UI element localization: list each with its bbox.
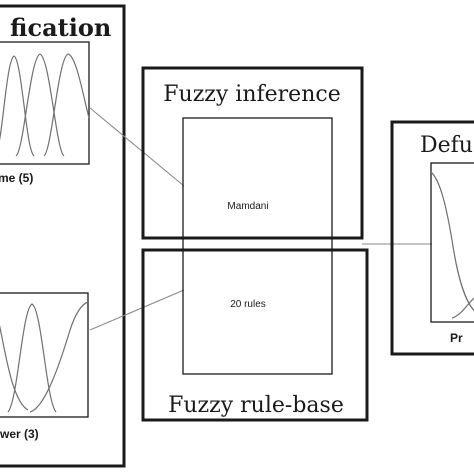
output-mf-1	[430, 171, 474, 312]
input-bottom-label: wer (3)	[0, 427, 39, 441]
output-membership-curves	[430, 171, 474, 319]
input-bottom-membership-curves	[0, 301, 89, 413]
connector-bottom-input-to-rules	[89, 289, 185, 331]
connector-top-input-to-inference	[89, 107, 185, 187]
rule-base-panel: Fuzzy rule-base	[141, 248, 369, 422]
inference-title: Fuzzy inference	[163, 82, 340, 107]
inference-engine-frame	[182, 117, 333, 375]
fuzzification-frame	[0, 4, 126, 468]
rule-base-frame	[141, 248, 369, 422]
rule-base-title: Fuzzy rule-base	[168, 393, 344, 418]
defuzzification-title: Defu	[420, 133, 473, 158]
fuzzification-title: fication	[10, 13, 111, 42]
input-top-mf-3	[43, 53, 90, 157]
defuzzification-panel: Defu Pr	[390, 120, 474, 356]
inference-panel: Fuzzy inference	[141, 66, 364, 240]
rule-count-label: 20 rules	[230, 299, 266, 310]
output-label: Pr	[450, 331, 463, 345]
input-top-plot-frame	[0, 41, 90, 165]
output-mf-2	[451, 297, 474, 319]
input-top-mf-1	[0, 55, 35, 157]
input-top-membership-curves	[0, 53, 90, 157]
output-plot-frame	[430, 162, 474, 323]
input-bottom-mf-2	[7, 303, 57, 413]
fuzzification-panel: fication me (5) wer (3)	[0, 4, 126, 468]
input-top-label: me (5)	[0, 171, 33, 185]
inference-engine-box: Mamdani 20 rules	[182, 117, 333, 375]
input-bottom-mf-1	[0, 324, 29, 411]
defuzzification-frame	[390, 120, 474, 356]
inference-frame	[141, 66, 364, 240]
input-top-mf-2	[15, 53, 65, 157]
connector-lines	[89, 107, 432, 331]
input-bottom-plot-frame	[0, 292, 89, 418]
input-bottom-mf-3	[29, 301, 89, 413]
inference-method-label: Mamdani	[227, 201, 268, 212]
